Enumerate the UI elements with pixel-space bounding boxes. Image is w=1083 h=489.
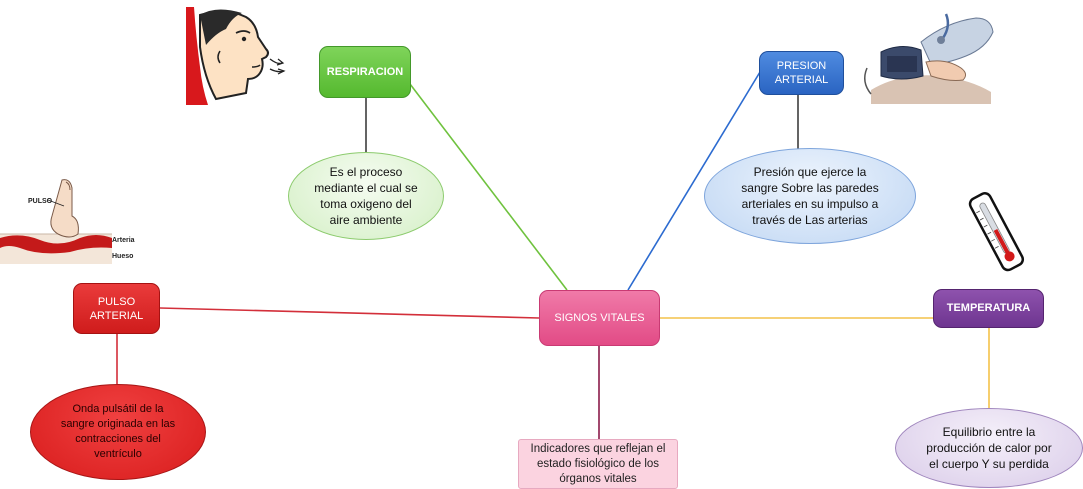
pulso-label: PULSO ARTERIAL [89,295,144,322]
respiracion-bubble: Es el proceso mediante el cual se toma o… [288,152,444,240]
pulso-image-label: PULSO [28,198,53,205]
line-center-presion [627,71,761,291]
respiracion-node[interactable]: RESPIRACION [319,46,411,98]
central-node[interactable]: SIGNOS VITALES [539,290,660,346]
central-description: Indicadores que reflejan el estado fisio… [518,439,678,489]
pulso-description: Onda pulsátil de la sangre originada en … [60,403,176,460]
pulse-image: PULSO Arteria Hueso [0,176,140,268]
line-center-pulso [159,307,540,319]
presion-label: PRESION ARTERIAL [774,60,829,86]
central-description-text: Indicadores que reflejan el estado fisio… [530,442,666,485]
temperatura-description: Equilibrio entre la producción de calor … [926,425,1052,471]
respiracion-label: RESPIRACION [326,65,404,78]
temperatura-node[interactable]: TEMPERATURA [933,289,1044,328]
presion-node[interactable]: PRESION ARTERIAL [759,51,844,95]
line-center-respiracion [409,83,568,291]
pulso-node[interactable]: PULSO ARTERIAL [73,283,160,334]
arteria-image-label: Arteria [112,237,135,244]
presion-bubble: Presión que ejerce la sangre Sobre las p… [704,148,916,244]
thermometer-image [958,190,1034,276]
temperatura-bubble: Equilibrio entre la producción de calor … [895,408,1083,488]
hueso-image-label: Hueso [112,253,133,260]
central-label: SIGNOS VITALES [554,311,645,324]
presion-description: Presión que ejerce la sangre Sobre las p… [741,165,879,227]
blood-pressure-image [851,12,996,104]
temperatura-label: TEMPERATURA [946,302,1031,314]
pulso-bubble: Onda pulsátil de la sangre originada en … [30,384,206,480]
breathing-person-image [186,7,286,105]
respiracion-description: Es el proceso mediante el cual se toma o… [314,165,418,227]
